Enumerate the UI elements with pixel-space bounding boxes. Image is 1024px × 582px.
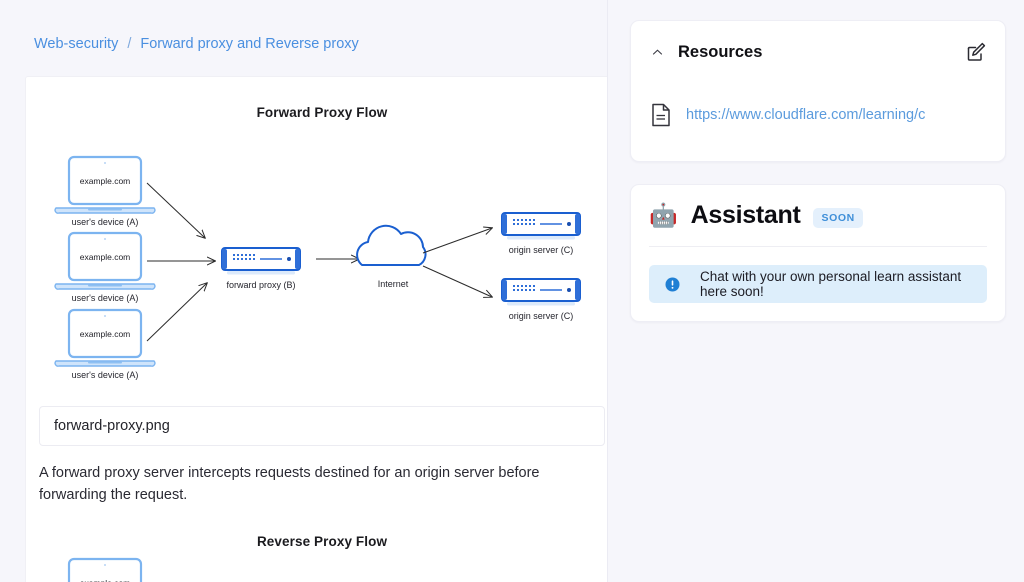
internet-cloud-node: Internet xyxy=(356,224,427,289)
breadcrumb-separator: / xyxy=(127,36,132,52)
resources-title: Resources xyxy=(678,42,763,61)
arrow-device3-to-proxy xyxy=(146,283,207,342)
reverse-proxy-diagram-svg: example.com xyxy=(67,557,143,582)
forward-proxy-flow-title: Forward Proxy Flow xyxy=(256,105,388,120)
reverse-proxy-flow-title: Reverse Proxy Flow xyxy=(256,534,388,550)
origin-server-1: origin server (C) xyxy=(501,212,581,255)
chevron-up-icon[interactable] xyxy=(651,46,664,59)
lesson-column: Web-security / Forward proxy and Reverse… xyxy=(0,0,608,582)
info-icon xyxy=(665,277,680,292)
laptop-device-3: example.com user's device (A) xyxy=(54,308,156,380)
document-icon xyxy=(651,103,671,127)
arrow-device1-to-proxy xyxy=(146,182,205,238)
assistant-header: 🤖 Assistant SOON xyxy=(649,185,987,247)
forward-proxy-diagram: example.com user's device (A) example.co… xyxy=(26,120,607,390)
reverse-laptop-device-1: example.com xyxy=(67,557,143,582)
svg-text:example.com: example.com xyxy=(80,176,131,186)
laptop-device-1: example.com user's device (A) xyxy=(54,155,156,227)
forward-proxy-node: forward proxy (B) xyxy=(221,247,301,290)
svg-text:example.com: example.com xyxy=(80,252,131,262)
svg-text:Internet: Internet xyxy=(378,279,409,289)
laptop-device-2: example.com user's device (A) xyxy=(54,231,156,303)
assistant-soon-badge: SOON xyxy=(813,208,863,228)
arrow-internet-to-server2 xyxy=(422,265,492,297)
svg-text:origin server (C): origin server (C) xyxy=(509,311,574,321)
reverse-proxy-diagram: example.com xyxy=(26,549,607,582)
svg-text:user's device (A): user's device (A) xyxy=(72,370,139,380)
arrow-internet-to-server1 xyxy=(422,228,492,254)
resource-link[interactable]: https://www.cloudflare.com/learning/c xyxy=(686,107,926,123)
svg-text:example.com: example.com xyxy=(80,578,131,582)
svg-text:forward proxy (B): forward proxy (B) xyxy=(226,280,295,290)
breadcrumb-item-web-security[interactable]: Web-security xyxy=(34,36,119,52)
edit-resources-icon[interactable] xyxy=(965,41,987,63)
lesson-content-card: Forward Proxy Flow example.com xyxy=(25,76,607,582)
svg-text:origin server (C): origin server (C) xyxy=(509,245,574,255)
image-file-name-field[interactable]: forward-proxy.png xyxy=(39,406,605,446)
origin-server-2: origin server (C) xyxy=(501,278,581,321)
resource-list-item[interactable]: https://www.cloudflare.com/learning/c xyxy=(651,103,985,127)
breadcrumb-item-current[interactable]: Forward proxy and Reverse proxy xyxy=(140,36,359,52)
resources-panel: Resources https://w xyxy=(630,20,1006,162)
forward-proxy-description: A forward proxy server intercepts reques… xyxy=(39,465,540,504)
svg-text:user's device (A): user's device (A) xyxy=(72,217,139,227)
assistant-alert-text: Chat with your own personal learn assist… xyxy=(700,269,962,299)
resources-panel-header[interactable]: Resources xyxy=(651,21,985,79)
assistant-info-alert: Chat with your own personal learn assist… xyxy=(649,265,987,303)
assistant-title: Assistant xyxy=(690,201,801,229)
assistant-panel: 🤖 Assistant SOON Chat with your own pers… xyxy=(630,184,1006,322)
svg-text:example.com: example.com xyxy=(80,329,131,339)
forward-proxy-diagram-svg: example.com user's device (A) example.co… xyxy=(54,155,581,380)
image-file-name-text: forward-proxy.png xyxy=(54,418,170,434)
robot-icon: 🤖 xyxy=(649,202,678,228)
breadcrumb: Web-security / Forward proxy and Reverse… xyxy=(0,0,607,62)
svg-text:user's device (A): user's device (A) xyxy=(72,293,139,303)
side-panel-column: Resources https://w xyxy=(608,0,1024,582)
